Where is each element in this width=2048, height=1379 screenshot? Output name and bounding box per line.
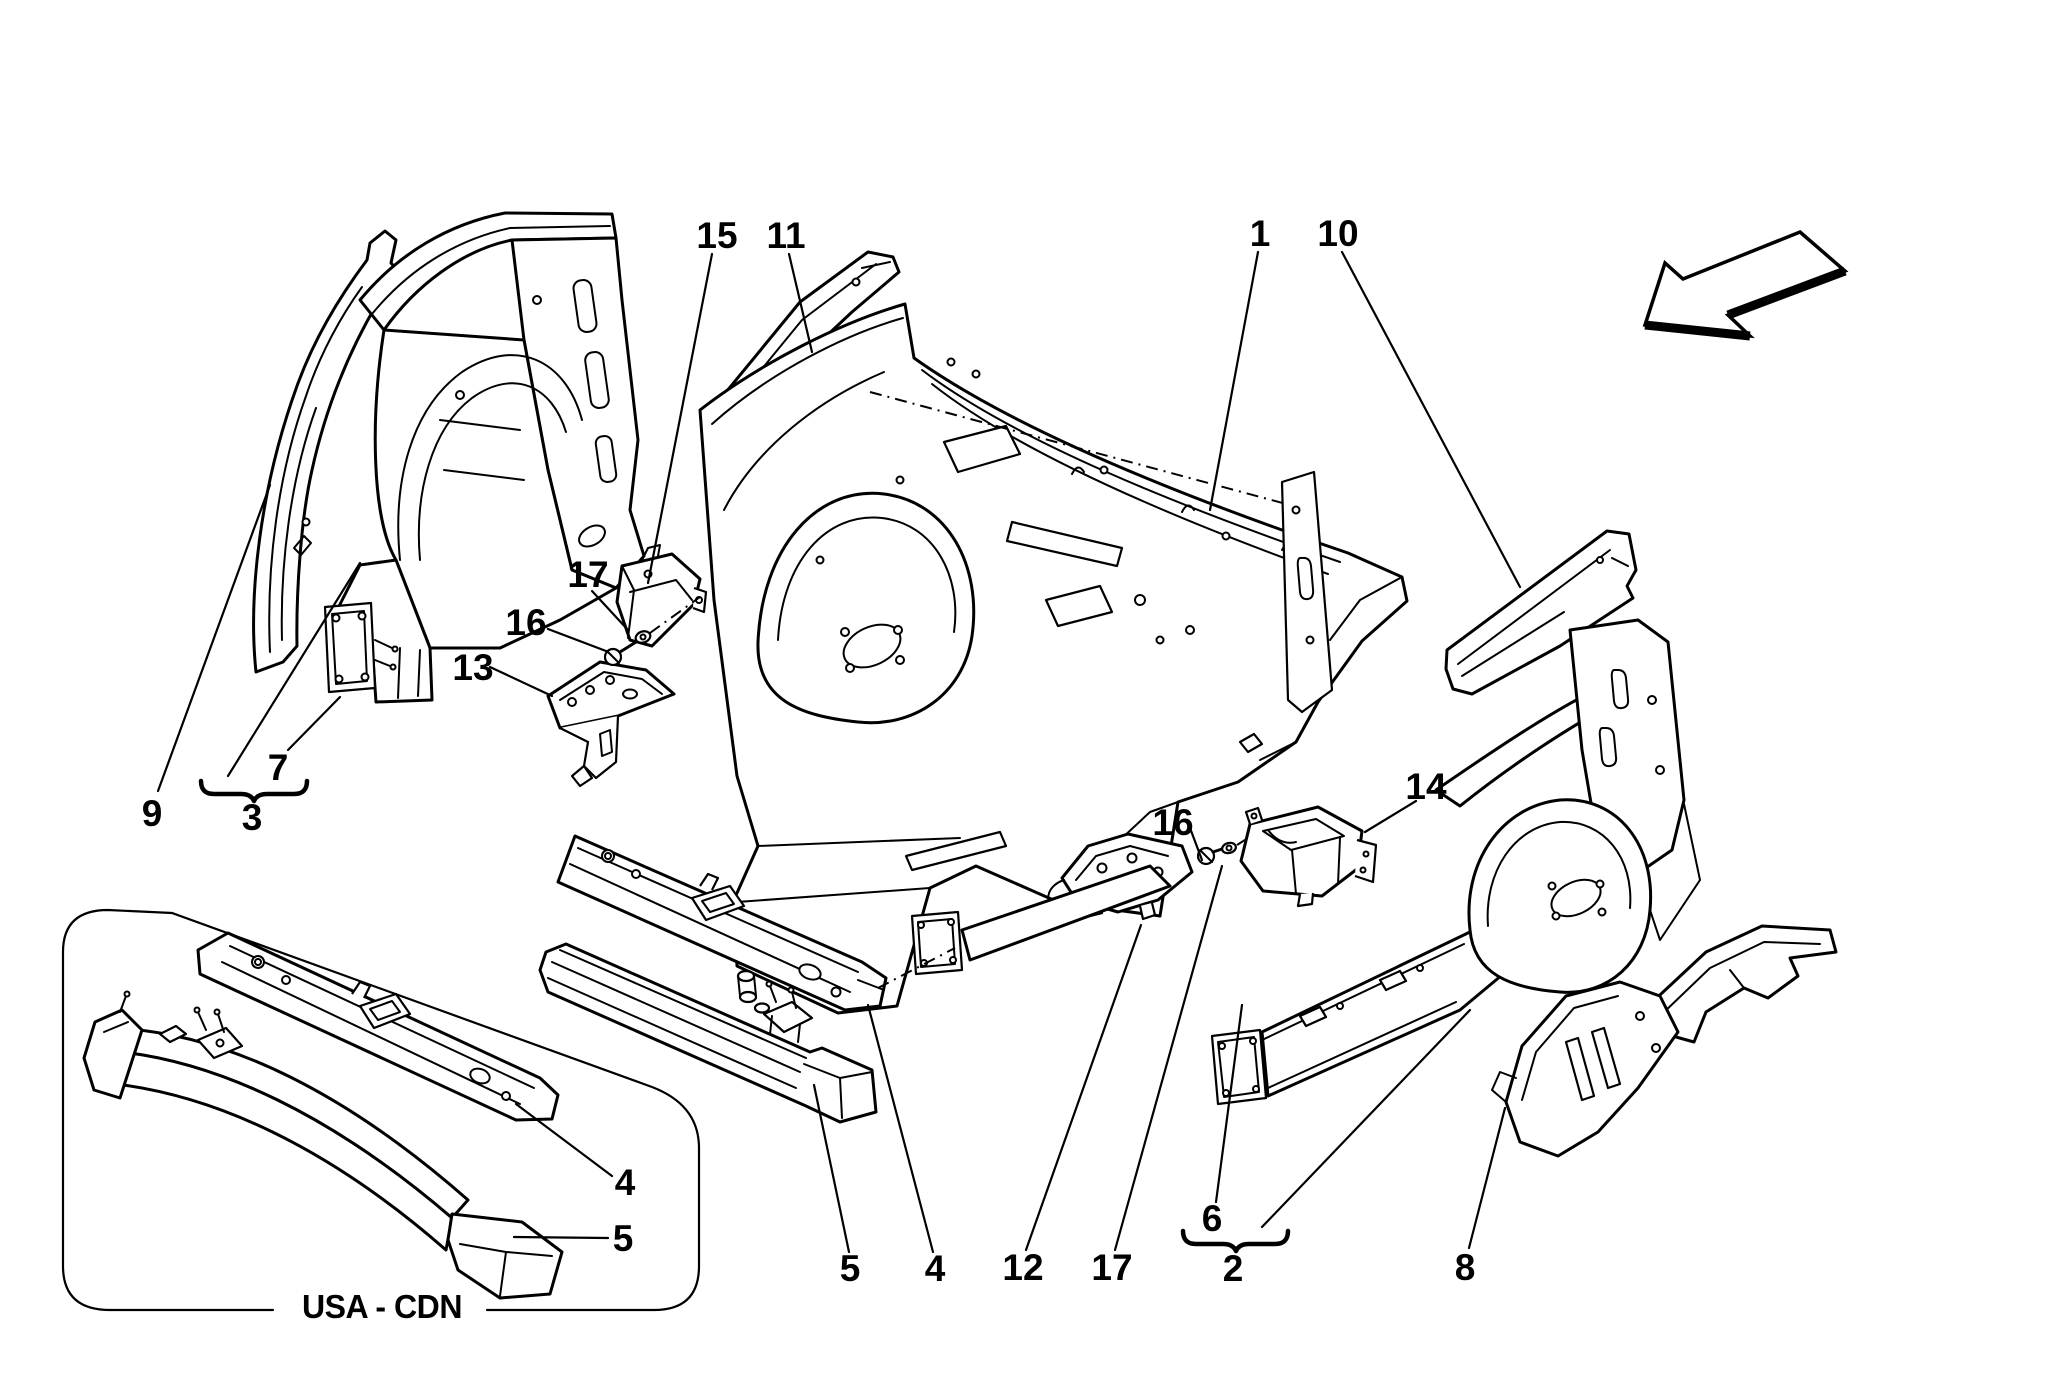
- callout-12: 12: [1002, 1247, 1043, 1288]
- usa-cdn-group: USA - CDN: [61, 908, 701, 1325]
- callout-9: 9: [142, 793, 163, 834]
- callout-4-usa: 4: [615, 1162, 636, 1203]
- callout-1: 1: [1250, 213, 1271, 254]
- callout-10: 10: [1317, 213, 1358, 254]
- callout-17-top: 17: [567, 554, 608, 595]
- callout-17-bottom: 17: [1091, 1247, 1132, 1288]
- callout-labels: 15 11 1 10 9 7 3 17 16 13 14 16 5 4 12 1…: [142, 213, 1476, 1289]
- part-14-cover-box: [1239, 805, 1378, 908]
- usa-cdn-label: USA - CDN: [302, 1288, 462, 1325]
- part-15-cover: [615, 544, 708, 648]
- callout-5-center: 5: [840, 1248, 861, 1289]
- part-5-usa-variant: [82, 990, 564, 1300]
- part-1-main-structure: [698, 302, 1409, 1015]
- callout-16-left: 16: [505, 602, 546, 643]
- brace-group-3: [198, 778, 310, 804]
- part-5-sill-member: [538, 942, 878, 1124]
- fork-bracket: [1644, 924, 1838, 1044]
- part-4-cross-member: [556, 834, 956, 1012]
- callout-4-center: 4: [925, 1248, 946, 1289]
- part-3-pillar-assembly: [323, 211, 646, 704]
- callout-15: 15: [696, 215, 737, 256]
- brace-group-2: [1180, 1228, 1291, 1254]
- part-8-plate: [1491, 980, 1680, 1158]
- group-braces: [198, 778, 1291, 1254]
- part-4-usa-variant: [196, 931, 560, 1122]
- part-2-right-assembly: [910, 618, 1701, 1106]
- callout-14: 14: [1405, 766, 1447, 807]
- callout-7: 7: [268, 747, 289, 788]
- callout-6: 6: [1202, 1198, 1223, 1239]
- callout-16-right: 16: [1152, 802, 1193, 843]
- callout-8: 8: [1455, 1247, 1476, 1288]
- callout-11: 11: [766, 215, 805, 256]
- callout-5-usa: 5: [613, 1218, 634, 1259]
- part-10-strip: [1444, 529, 1638, 696]
- usa-cdn-box-border: [61, 908, 701, 1312]
- part-7-end-plate: [323, 601, 377, 694]
- callout-2: 2: [1223, 1248, 1244, 1289]
- callout-13: 13: [452, 647, 493, 688]
- washer-17-left-icon: [634, 596, 701, 644]
- leader-lines: [156, 250, 1522, 1254]
- screw-16-left-icon: [603, 640, 638, 667]
- callout-3: 3: [242, 797, 263, 838]
- direction-arrow-icon: [1642, 229, 1849, 341]
- part-13-bracket: [546, 660, 676, 788]
